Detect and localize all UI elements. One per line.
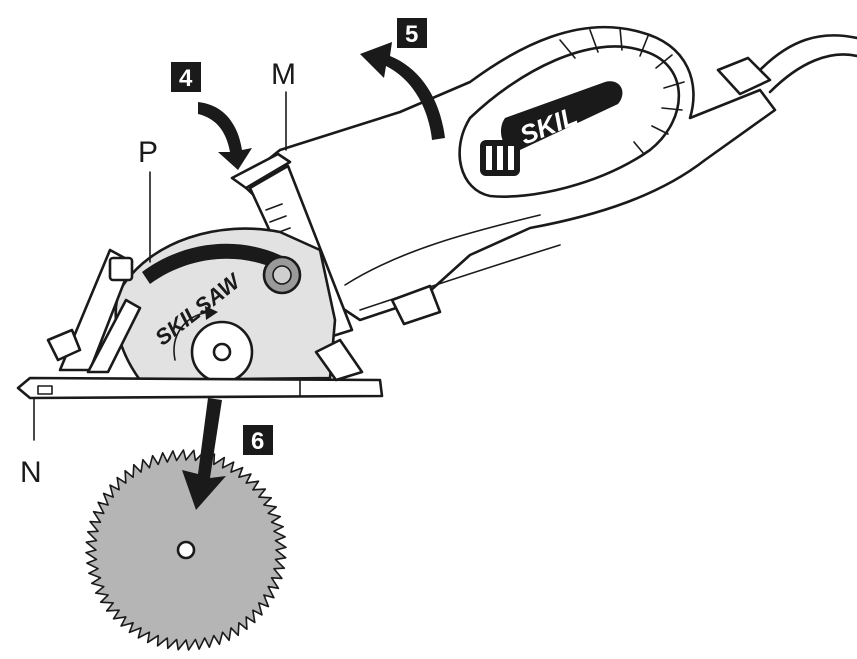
handle-grip-ribs	[559, 27, 685, 155]
label-p: P	[138, 136, 158, 169]
arrow-down-icon	[182, 398, 226, 510]
step-5-badge: 5	[397, 18, 427, 48]
label-n: N	[20, 456, 42, 489]
svg-text:5: 5	[405, 21, 418, 48]
step-4-badge: 4	[171, 62, 201, 92]
power-cord	[716, 34, 857, 96]
front-bracket	[46, 248, 142, 374]
saw-blade	[85, 449, 287, 651]
step-6-badge: 6	[243, 425, 273, 455]
base-plate	[16, 338, 384, 400]
motor-housing: SKIL	[238, 25, 777, 326]
curved-arrow-down-icon	[198, 102, 252, 170]
curved-arrow-up-icon	[360, 42, 445, 140]
label-m: M	[271, 58, 296, 91]
blade-guard: SKILSAW	[114, 227, 337, 384]
svg-text:6: 6	[251, 428, 264, 455]
leader-lines	[33, 91, 287, 441]
trigger-switch	[480, 140, 520, 176]
svg-text:4: 4	[179, 65, 193, 92]
